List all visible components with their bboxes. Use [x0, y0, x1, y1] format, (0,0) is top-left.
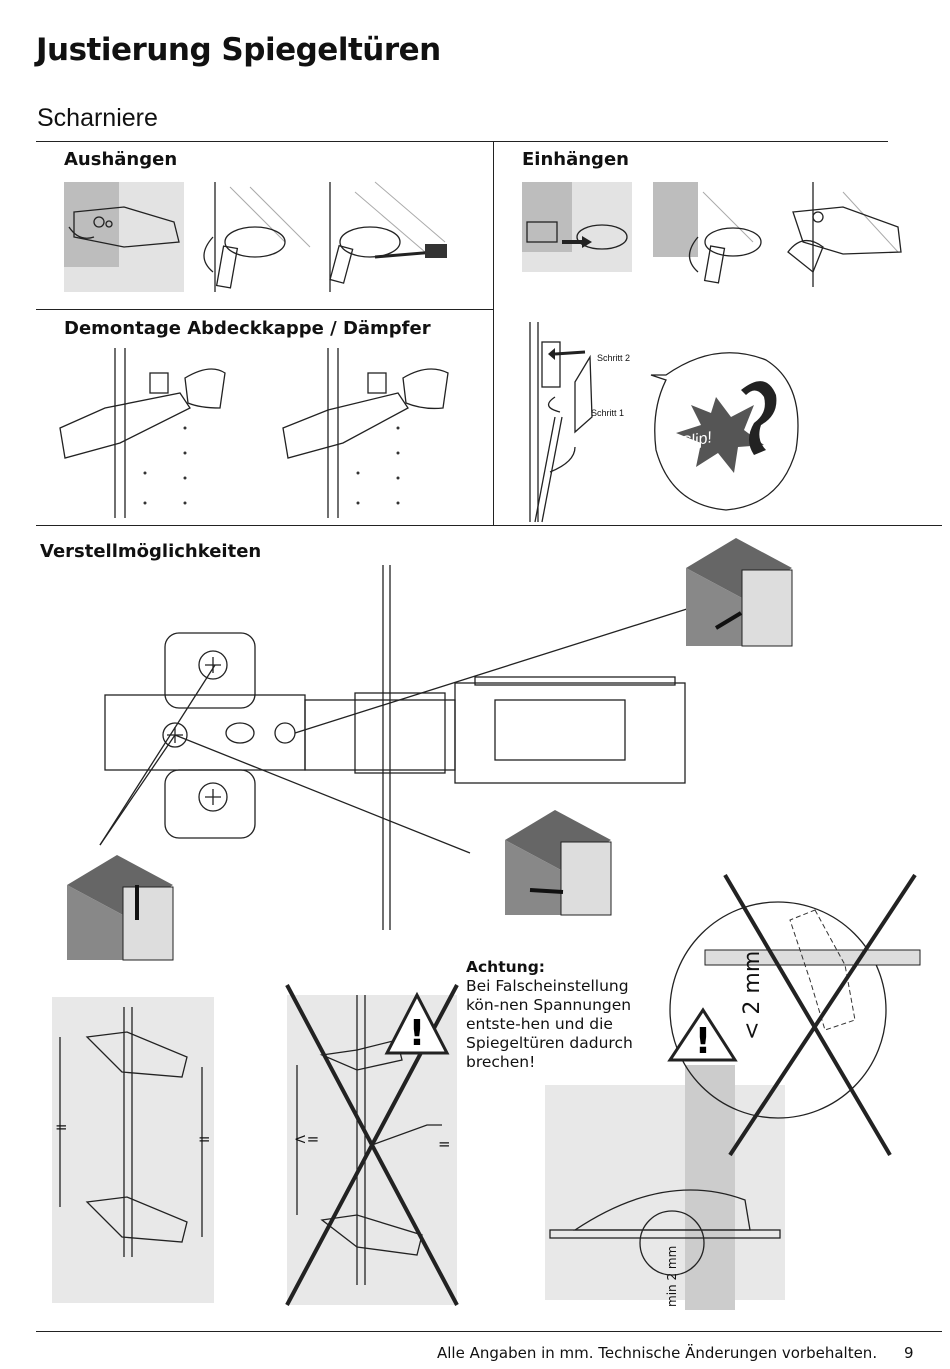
- section-demontage: Demontage Abdeckkappe / Dämpfer: [64, 318, 431, 339]
- clip-mounting-diagram: [529, 322, 593, 523]
- step1-label: Schritt 1: [591, 408, 625, 418]
- svg-text:!: !: [695, 1021, 711, 1062]
- einhaengen-step1-illustration: [522, 182, 632, 272]
- section-verstell: Verstellmöglichkeiten: [40, 541, 262, 562]
- page-subtitle: Scharniere: [37, 104, 158, 132]
- warning-heading: Achtung:: [466, 958, 545, 976]
- einhaengen-step2-illustration: [653, 182, 762, 284]
- warning-block: Achtung: Bei Falscheinstellung kön-nen S…: [466, 958, 666, 1072]
- gap-detail-diagram: !: [545, 873, 921, 1310]
- svg-text:!: !: [409, 1013, 425, 1054]
- section-einhaengen: Einhängen: [522, 149, 629, 170]
- clip-sound-bubble: [650, 352, 799, 511]
- door-side-icon: [505, 810, 612, 916]
- door-height-icon: [67, 855, 174, 961]
- einhaengen-step3-illustration: [787, 182, 902, 287]
- page-number: 9: [904, 1344, 914, 1362]
- aushaengen-step3-illustration: [329, 181, 447, 292]
- equal-label-right: =: [198, 1130, 211, 1148]
- footer-note: Alle Angaben in mm. Technische Änderunge…: [437, 1344, 878, 1362]
- demontage-step2-illustration: [282, 348, 449, 518]
- divider-mid-left: [36, 309, 493, 310]
- divider-footer: [36, 1331, 942, 1332]
- warning-text: Bei Falscheinstellung kön-nen Spannungen…: [466, 977, 633, 1071]
- lt-2mm-label: < 2 mm: [740, 950, 765, 1040]
- section-aushaengen: Aushängen: [64, 149, 178, 170]
- lte-label: <=: [294, 1130, 320, 1148]
- divider-middle: [36, 525, 942, 526]
- hinge-alignment-correct: [52, 997, 214, 1303]
- min-2mm-label: min 2 mm: [665, 1245, 679, 1307]
- demontage-step1-illustration: [59, 348, 226, 518]
- door-depth-icon: [686, 538, 793, 647]
- aushaengen-step1-illustration: [64, 182, 184, 292]
- divider-vertical: [493, 141, 494, 526]
- step2-label: Schritt 2: [597, 353, 631, 363]
- page-title: Justierung Spiegeltüren: [36, 32, 441, 68]
- equal-label-left: =: [55, 1118, 68, 1136]
- divider-top: [36, 141, 888, 142]
- aushaengen-step2-illustration: [203, 182, 311, 292]
- hinge-adjustment-diagram: [99, 565, 691, 930]
- hinge-alignment-wrong: !: [285, 984, 459, 1306]
- equal-label-middle: =: [438, 1135, 451, 1153]
